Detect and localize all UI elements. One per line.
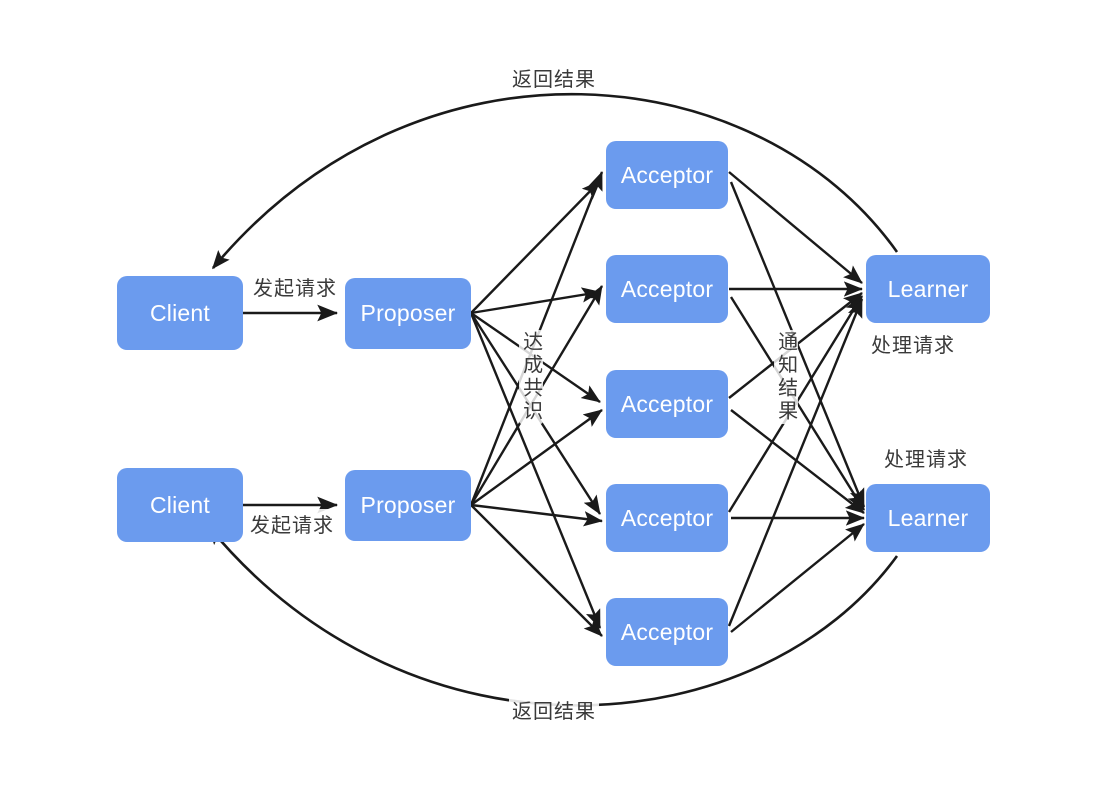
label-handle-request-top: 处理请求	[871, 333, 955, 357]
node-label: Acceptor	[620, 390, 714, 417]
node-label: Client	[149, 491, 210, 518]
edge-proposer-bottom-acceptor-3	[470, 409, 603, 506]
label-return-result-bottom: 返回结果	[509, 695, 599, 724]
node-learner-top[interactable]: Learner	[866, 255, 990, 323]
label-send-request-bottom: 发起请求	[247, 509, 337, 538]
client-to-proposer-edges	[243, 304, 339, 514]
node-acceptor-1[interactable]: Acceptor	[606, 141, 728, 209]
node-acceptor-5[interactable]: Acceptor	[606, 598, 728, 666]
node-label: Client	[149, 299, 210, 326]
node-acceptor-4[interactable]: Acceptor	[606, 484, 728, 552]
edge-proposer-top-acceptor-1	[470, 180, 601, 314]
edge-proposer-top-acceptor-2	[470, 287, 601, 315]
node-client-bottom[interactable]: Client	[117, 468, 243, 542]
label-send-request-top: 发起请求	[250, 272, 340, 301]
node-label: Learner	[887, 275, 969, 302]
label-return-result-top: 返回结果	[509, 63, 599, 92]
label-handle-request-bottom: 处理请求	[884, 447, 968, 471]
node-proposer-top[interactable]: Proposer	[345, 278, 471, 349]
edge-acceptor-5-learner-top	[727, 298, 864, 627]
node-label: Proposer	[360, 492, 456, 518]
edge-proposer-bottom-acceptor-5	[470, 504, 603, 637]
node-label: Learner	[887, 504, 969, 531]
node-acceptor-3[interactable]: Acceptor	[606, 370, 728, 438]
edge-return-result-top	[211, 92, 899, 270]
node-label: Proposer	[360, 300, 456, 326]
label-notify-result: 通知结果	[774, 330, 799, 424]
node-label: Acceptor	[620, 504, 714, 531]
node-acceptor-2[interactable]: Acceptor	[606, 255, 728, 323]
edge-acceptor-3-learner-bottom	[730, 409, 865, 514]
edge-acceptor-5-learner-bottom	[730, 523, 865, 633]
node-label: Acceptor	[620, 618, 714, 645]
edge-proposer-top-acceptor-5	[469, 312, 602, 629]
label-reach-consensus: 达成共识	[519, 330, 544, 424]
edge-return-result-bottom	[207, 525, 899, 707]
node-label: Acceptor	[620, 275, 714, 302]
node-label: Acceptor	[620, 161, 714, 188]
edge-proposer-bottom-acceptor-4	[470, 503, 603, 527]
node-client-top[interactable]: Client	[117, 276, 243, 350]
node-proposer-bottom[interactable]: Proposer	[345, 470, 471, 541]
node-learner-bottom[interactable]: Learner	[866, 484, 990, 552]
edge-acceptor-1-learner-top	[728, 171, 863, 284]
